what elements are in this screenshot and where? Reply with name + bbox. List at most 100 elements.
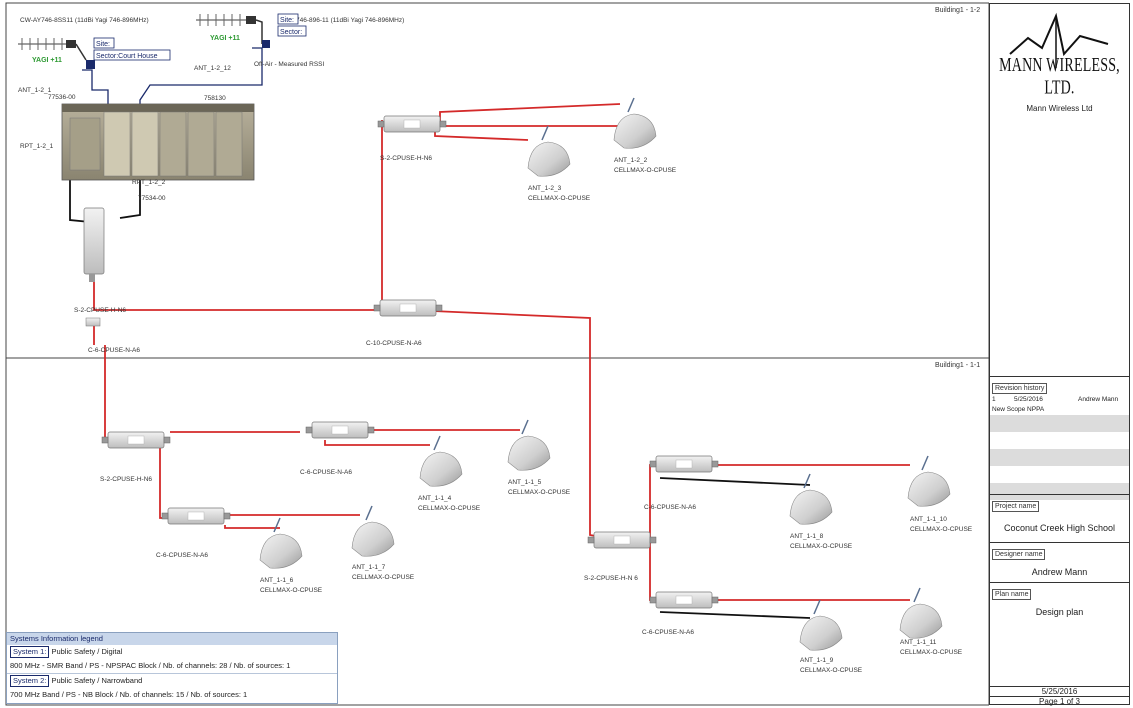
legend-system-2-detail: 700 MHz Band / PS - NB Block / Nb. of ch…	[10, 690, 248, 699]
coupler-c10-label: C-10-CPUSE-N-A6	[366, 340, 422, 347]
site-box-left: Site: Sector:Court House	[93, 37, 171, 61]
antenna-1-1-11-model: CELLMAX-O-CPUSE	[900, 649, 963, 656]
antenna-1-2-2-model: CELLMAX-O-CPUSE	[614, 167, 677, 174]
page-number: Page 1 of 3	[990, 696, 1129, 706]
repeater-name-2: RPT_1-2_2	[132, 179, 166, 186]
coupler-low-a-icon	[305, 421, 375, 439]
svg-text:Site:: Site:	[96, 41, 110, 48]
antenna-1-1-7-id: ANT_1-1_7	[352, 564, 386, 571]
yagi-right-icon	[196, 14, 270, 48]
antenna-1-1-9-model: CELLMAX-O-CPUSE	[800, 667, 863, 674]
systems-legend: Systems Information legend System 1: Pub…	[6, 632, 338, 704]
logo-wordmark: MANN WIRELESS, LTD.	[999, 55, 1120, 99]
yagi-right-badge: YAGI +11	[210, 35, 240, 42]
ant-1-2-1-part: 77536-00	[48, 94, 76, 101]
ant-1-2-12-label: ANT_1-2_12	[194, 65, 231, 72]
revision-description: New Scope NPPA	[992, 406, 1045, 413]
svg-text:Sector:Court House: Sector:Court House	[96, 53, 158, 60]
repeater-rack-icon	[61, 103, 255, 181]
splitter-low-right-label: S-2-CPUSE-H-N 6	[584, 575, 638, 582]
coupler-low-a-label: C-6-CPUSE-N-A6	[300, 469, 352, 476]
antenna-1-1-6-model: CELLMAX-O-CPUSE	[260, 587, 323, 594]
coupler-link-label: C-6-CPUSE-N-A6	[88, 347, 140, 354]
antenna-1-1-9-id: ANT_1-1_9	[800, 657, 834, 664]
ant-1-2-1-label: ANT_1-2_1	[18, 87, 52, 94]
svg-text:Sector:: Sector:	[280, 29, 302, 36]
splitter-vertical-icon	[83, 207, 105, 282]
plan-name-label: Plan name	[992, 589, 1032, 600]
coupler-low-b-label: C-6-CPUSE-N-A6	[156, 552, 208, 559]
legend-title: Systems Information legend	[7, 633, 337, 645]
antenna-1-1-4-icon	[419, 435, 463, 487]
antenna-1-1-5-icon	[507, 419, 551, 471]
legend-system-1-detail: 800 MHz - SMR Band / PS - NPSPAC Block /…	[10, 661, 291, 670]
yagi-right-model: 746-896-11 (11dBi Yagi 746-896MHz)	[296, 17, 404, 24]
splitter-top-right-icon	[377, 115, 447, 133]
antenna-1-1-10-icon	[907, 455, 951, 507]
coupler-right-a-icon	[649, 455, 719, 473]
legend-system-2-tag: System 2:	[10, 675, 50, 687]
antenna-1-1-7-icon	[351, 505, 395, 557]
antenna-1-2-2-id: ANT_1-2_2	[614, 157, 648, 164]
title-block: MANN WIRELESS, LTD. Mann Wireless Ltd Re…	[989, 3, 1130, 706]
riser-diagram: Building1 - 1-2 Building1 - 1-1	[5, 2, 989, 706]
company-name: Mann Wireless Ltd	[1026, 104, 1093, 113]
antenna-1-1-5-model: CELLMAX-O-CPUSE	[508, 489, 571, 496]
legend-system-2: System 2: Public Safety / Narrowband	[7, 673, 337, 688]
splitter-low-right-icon	[587, 531, 657, 549]
antenna-1-1-8-id: ANT_1-1_8	[790, 533, 824, 540]
floor-label-upper: Building1 - 1-2	[935, 7, 980, 14]
antenna-1-1-10-model: CELLMAX-O-CPUSE	[910, 526, 973, 533]
plan-date: 5/25/2016	[1041, 687, 1078, 696]
drawing-frame	[5, 2, 989, 706]
antenna-1-1-8-icon	[789, 473, 833, 525]
coupler-right-b-icon	[649, 591, 719, 609]
antenna-1-1-7-model: CELLMAX-O-CPUSE	[352, 574, 415, 581]
antenna-1-1-5-id: ANT_1-1_5	[508, 479, 542, 486]
legend-system-1-tag: System 1:	[10, 646, 50, 658]
antenna-1-2-3-model: CELLMAX-O-CPUSE	[528, 195, 591, 202]
antenna-1-1-11-icon	[899, 587, 943, 639]
company-logo: MANN WIRELESS, LTD. Mann Wireless Ltd	[990, 4, 1129, 113]
antenna-1-1-8-model: CELLMAX-O-CPUSE	[790, 543, 853, 550]
antenna-1-2-3-icon	[527, 125, 571, 177]
site-box-right: Site: Sector:	[277, 13, 307, 37]
project-name: Coconut Creek High School	[1003, 523, 1116, 533]
antenna-1-1-6-id: ANT_1-1_6	[260, 577, 294, 584]
floor-label-lower: Building1 - 1-1	[935, 362, 980, 369]
logo-wave-icon	[1009, 12, 1109, 68]
designer-name-label: Designer name	[992, 549, 1046, 560]
revision-author: Andrew Mann	[1078, 396, 1119, 403]
designer-name: Andrew Mann	[1031, 567, 1088, 577]
coupler-right-a-label: C-6-CPUSE-N-A6	[644, 504, 696, 511]
coupler-c10-icon	[373, 299, 443, 317]
revision-number: 1	[992, 396, 996, 403]
legend-system-1-name: Public Safety / Digital	[51, 647, 123, 656]
antenna-1-2-3-id: ANT_1-2_3	[528, 185, 562, 192]
splitter-low-left-label: S-2-CPUSE-H-N6	[100, 476, 152, 483]
coupler-low-b-icon	[161, 507, 231, 525]
antenna-1-1-4-id: ANT_1-1_4	[418, 495, 452, 502]
svg-text:Site:: Site:	[280, 17, 294, 24]
yagi-left-icon	[18, 38, 95, 69]
repeater-name: RPT_1-2_1	[20, 143, 54, 150]
plan-name: Design plan	[1035, 607, 1084, 617]
legend-system-1: System 1: Public Safety / Digital	[7, 645, 337, 659]
yagi-left-model: CW-AY746-8SS11 (11dBi Yagi 746-896MHz)	[20, 17, 149, 24]
antenna-1-1-4-model: CELLMAX-O-CPUSE	[418, 505, 481, 512]
antenna-1-1-10-id: ANT_1-1_10	[910, 516, 947, 523]
antenna-1-1-11-id: ANT_1-1_11	[900, 639, 937, 646]
revision-row: 1 5/25/2016 Andrew Mann	[990, 395, 1129, 406]
repeater-model: 758130	[204, 95, 226, 102]
jumper-cables	[69, 150, 811, 619]
yagi-left-badge: YAGI +11	[32, 57, 62, 64]
splitter-low-left-icon	[101, 431, 171, 449]
antenna-1-2-2-icon	[613, 97, 657, 149]
antenna-1-1-9-icon	[799, 599, 843, 651]
legend-system-2-name: Public Safety / Narrowband	[51, 676, 143, 685]
splitter-top-left-label: S-2-CPUSE-H-N6	[74, 307, 126, 314]
project-name-label: Project name	[992, 501, 1040, 512]
revision-date: 5/25/2016	[1014, 396, 1043, 403]
splitter-top-right-label: S-2-CPUSE-H-N6	[380, 155, 432, 162]
off-air-label: Off-Air - Measured RSSI	[254, 61, 325, 68]
